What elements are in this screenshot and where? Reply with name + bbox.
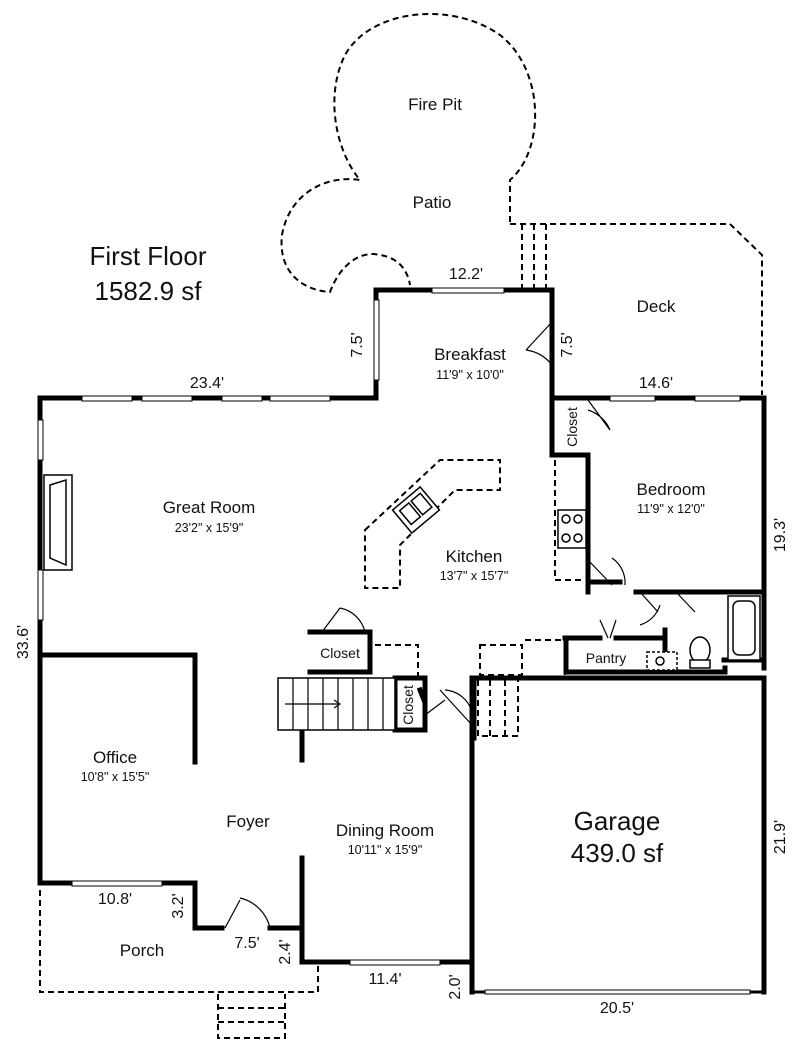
deck-label: Deck bbox=[637, 297, 676, 316]
dim-office-bottom: 10.8' bbox=[98, 891, 132, 908]
fire-pit-label: Fire Pit bbox=[408, 95, 462, 114]
fireplace bbox=[43, 474, 73, 571]
patio-outline bbox=[280, 13, 536, 294]
stairs bbox=[277, 677, 396, 731]
dim-right-upper: 19.3' bbox=[772, 518, 789, 552]
porch-outline bbox=[39, 890, 319, 1039]
kitchen-label: Kitchen bbox=[446, 547, 503, 566]
deck-outline bbox=[510, 223, 763, 395]
closet-stair-label: Closet bbox=[400, 685, 416, 725]
dim-breakfast-right: 7.5' bbox=[559, 332, 576, 357]
exterior-walls bbox=[37, 287, 767, 995]
breakfast-label: Breakfast bbox=[434, 345, 506, 364]
bedroom-size: 11'9" x 12'0" bbox=[637, 502, 705, 516]
patio-label: Patio bbox=[413, 193, 452, 212]
kitchen-counters bbox=[364, 459, 585, 737]
deck-stairs bbox=[521, 224, 547, 290]
bedroom-label: Bedroom bbox=[637, 480, 706, 499]
dim-breakfast-left: 7.5' bbox=[349, 332, 366, 357]
closet-great-label: Closet bbox=[320, 645, 360, 661]
great-room-size: 23'2" x 15'9" bbox=[175, 521, 244, 535]
kitchen-size: 13'7" x 15'7" bbox=[440, 569, 509, 583]
dim-foyer-door: 7.5' bbox=[234, 935, 259, 952]
office-size: 10'8" x 15'5" bbox=[81, 770, 150, 784]
dim-foyer-step: 2.4' bbox=[277, 939, 294, 964]
closet-bedroom-label: Closet bbox=[564, 407, 580, 447]
dining-room-size: 10'11" x 15'9" bbox=[348, 843, 423, 857]
toilet-icon bbox=[689, 636, 711, 669]
dim-porch-step: 3.2' bbox=[170, 893, 187, 918]
pantry-label: Pantry bbox=[586, 650, 626, 666]
dim-great-room-top: 23.4' bbox=[190, 375, 224, 392]
doors bbox=[224, 321, 696, 929]
floor-title: First Floor bbox=[90, 241, 207, 271]
dim-bedroom-top: 14.6' bbox=[639, 375, 673, 392]
great-room-label: Great Room bbox=[163, 498, 256, 517]
bath-sink-icon bbox=[646, 651, 678, 671]
windows bbox=[37, 287, 751, 995]
garage-area: 439.0 sf bbox=[571, 838, 664, 868]
porch-label: Porch bbox=[120, 941, 164, 960]
stove-icon bbox=[557, 509, 587, 549]
foyer-label: Foyer bbox=[226, 812, 270, 831]
dim-breakfast-top: 12.2' bbox=[449, 266, 483, 283]
bathtub-icon bbox=[727, 595, 761, 661]
breakfast-size: 11'9" x 10'0" bbox=[436, 368, 504, 382]
dim-right-lower: 21.9' bbox=[772, 820, 789, 854]
floor-area: 1582.9 sf bbox=[95, 276, 203, 306]
dim-left-side: 33.6' bbox=[15, 625, 32, 659]
office-label: Office bbox=[93, 748, 137, 767]
dining-room-label: Dining Room bbox=[336, 821, 434, 840]
dim-garage-bottom: 20.5' bbox=[600, 1000, 634, 1017]
dim-dining-bottom: 11.4' bbox=[368, 971, 401, 988]
garage-title: Garage bbox=[574, 806, 661, 836]
dim-garage-step: 2.0' bbox=[447, 974, 464, 999]
sink-icon bbox=[391, 485, 441, 535]
